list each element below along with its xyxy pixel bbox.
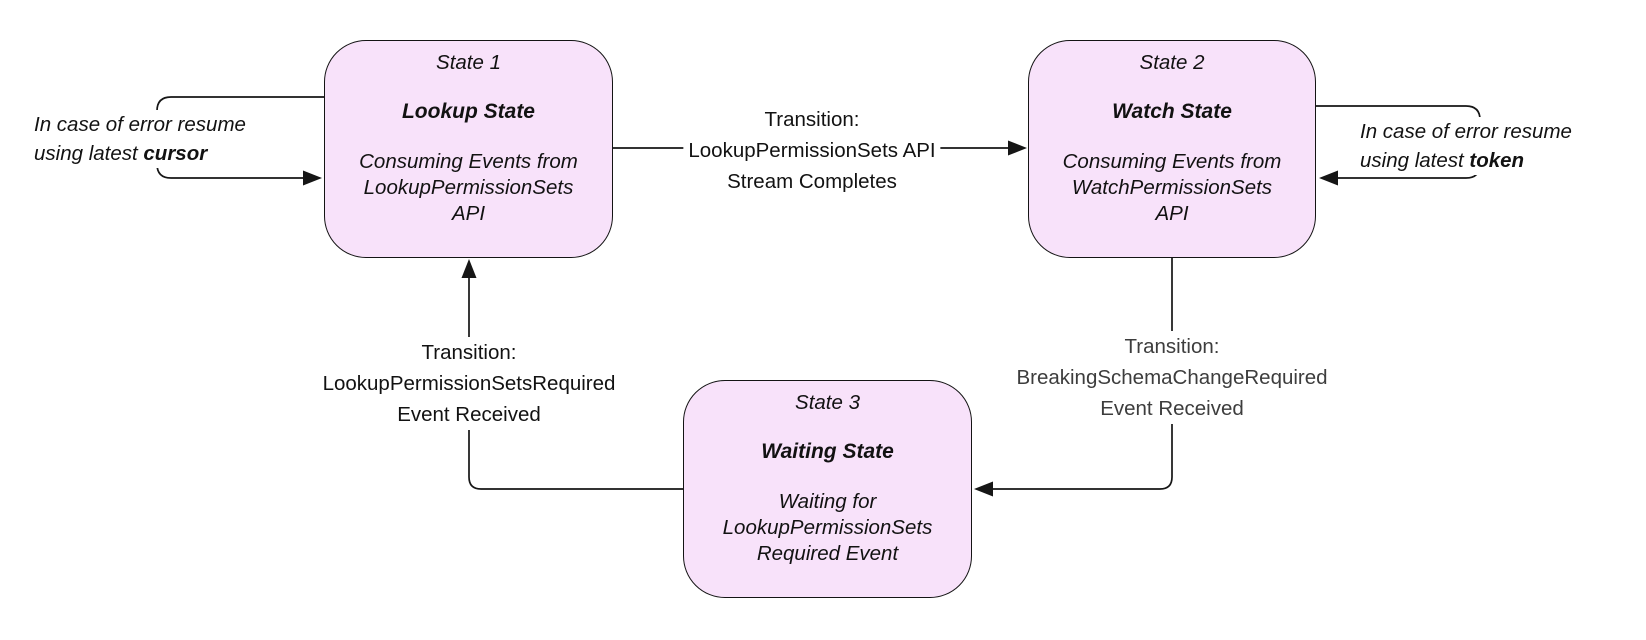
transition-label-line: Transition: — [1124, 335, 1220, 358]
error-loop-label-state1: In case of error resume using latest cur… — [30, 110, 250, 168]
state-desc-line: Waiting for — [778, 490, 877, 513]
transition-label-line: LookupPermissionSets API — [688, 139, 936, 162]
arrowhead-into-state1-left — [303, 170, 322, 186]
transition-label-line: Stream Completes — [727, 170, 897, 193]
loop-label-line: using latest token — [1360, 146, 1572, 175]
transition-label-line: Transition: — [764, 108, 860, 131]
transition-label-line: Transition: — [421, 341, 517, 364]
transition-label-line: Event Received — [1100, 397, 1244, 420]
state-name: Waiting State — [761, 440, 894, 463]
arrowhead-into-state1-bottom — [461, 259, 477, 278]
state-desc-line: WatchPermissionSets — [1071, 176, 1273, 199]
arrowhead-into-state2-right — [1319, 170, 1338, 186]
transition-label-state3-state1: Transition: LookupPermissionSetsRequired… — [317, 337, 621, 430]
state-box-watch: State 2 Watch State Consuming Events fro… — [1028, 40, 1316, 258]
state-name: Lookup State — [401, 100, 535, 123]
edge-state2-state3 — [993, 258, 1173, 490]
error-loop-label-state2: In case of error resume using latest tok… — [1356, 117, 1576, 175]
state-description: Waiting for LookupPermissionSets Require… — [723, 489, 933, 567]
loop-label-line: In case of error resume — [1360, 120, 1572, 143]
edge-state3-state1 — [468, 278, 683, 490]
transition-label-line: BreakingSchemaChangeRequired — [1016, 366, 1328, 389]
state-desc-line: Required Event — [756, 542, 899, 565]
state-description: Consuming Events from LookupPermissionSe… — [359, 149, 578, 227]
state-desc-line: LookupPermissionSets — [722, 516, 933, 539]
state-description: Consuming Events from WatchPermissionSet… — [1063, 149, 1282, 227]
loop-label-line: using latest cursor — [34, 139, 246, 168]
transition-label-state1-state2: Transition: LookupPermissionSets API Str… — [683, 104, 941, 197]
state-box-waiting: State 3 Waiting State Waiting for Lookup… — [683, 380, 972, 598]
arrowhead-into-state3-right — [974, 481, 993, 497]
state-title: State 1 — [436, 51, 501, 74]
state-box-lookup: State 1 Lookup State Consuming Events fr… — [324, 40, 613, 258]
loop-label-line: In case of error resume — [34, 113, 246, 136]
state-desc-line: Consuming Events from — [359, 150, 578, 173]
loop-label-keyword: token — [1469, 149, 1525, 172]
state-desc-line: Consuming Events from — [1062, 150, 1282, 173]
arrowhead-into-state2-left — [1008, 140, 1027, 156]
state-desc-line: API — [1155, 202, 1189, 225]
state-desc-line: API — [451, 202, 486, 225]
loop-label-keyword: cursor — [143, 142, 208, 165]
state-title: State 3 — [795, 391, 860, 414]
state-name: Watch State — [1112, 100, 1232, 123]
transition-label-state2-state3: Transition: BreakingSchemaChangeRequired… — [1011, 331, 1333, 424]
state-desc-line: LookupPermissionSets — [363, 176, 574, 199]
transition-label-line: Event Received — [397, 403, 541, 426]
transition-label-line: LookupPermissionSetsRequired — [322, 372, 616, 395]
state-title: State 2 — [1139, 51, 1205, 74]
loop-label-prefix: using latest — [1360, 149, 1470, 172]
loop-label-prefix: using latest — [34, 142, 144, 165]
